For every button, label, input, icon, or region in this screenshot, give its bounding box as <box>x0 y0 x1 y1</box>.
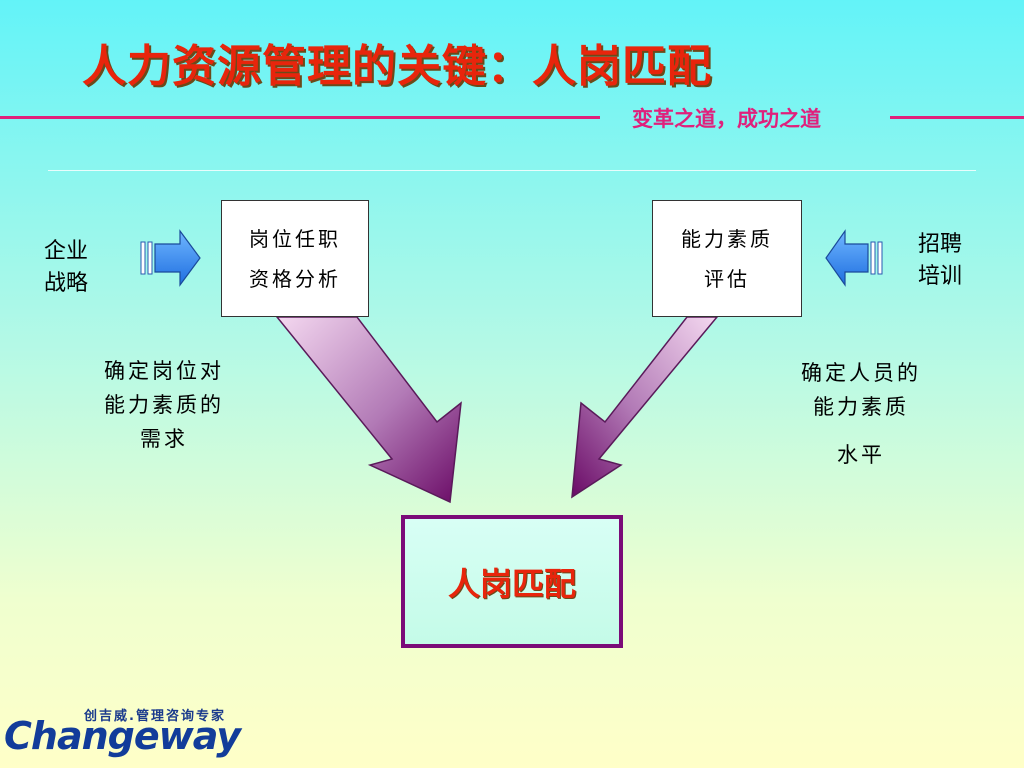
input-arrow-right <box>825 229 883 287</box>
left-desc-line-2: 能力素质的 <box>104 393 224 417</box>
competency-assessment-box: 能力素质 评估 <box>652 200 802 317</box>
right-description: 确定人员的 能力素质 水平 <box>776 356 946 472</box>
left-desc-line-3: 需求 <box>140 427 188 451</box>
right-input-label: 招聘 培训 <box>918 229 962 293</box>
page-title: 人力资源管理的关键：人岗匹配 <box>82 41 712 92</box>
left-input-label: 企业 战略 <box>44 236 88 300</box>
logo-tagline: 创吉威.管理咨询专家 <box>84 709 226 724</box>
right-desc-line-3: 水平 <box>837 443 885 467</box>
logo-wordmark: Changeway <box>4 714 241 758</box>
right-box-line-1: 能力素质 <box>681 226 773 251</box>
left-box-line-2: 资格分析 <box>249 266 341 291</box>
left-input-line-1: 企业 <box>44 239 89 264</box>
header-rule-left <box>0 116 600 119</box>
left-description: 确定岗位对 能力素质的 需求 <box>82 354 246 456</box>
left-desc-line-1: 确定岗位对 <box>104 359 224 383</box>
arrow-left-to-center <box>275 316 462 504</box>
divider-line <box>48 170 976 171</box>
input-arrow-left <box>140 229 201 287</box>
arrow-right-to-center <box>571 316 719 499</box>
right-desc-line-2: 能力素质 <box>813 395 909 419</box>
right-input-line-1: 招聘 <box>918 232 963 257</box>
left-box-line-1: 岗位任职 <box>249 226 341 251</box>
right-desc-line-1: 确定人员的 <box>801 361 921 385</box>
header-rule-right <box>890 116 1024 119</box>
left-input-line-2: 战略 <box>44 271 89 296</box>
right-box-line-2: 评估 <box>704 266 750 291</box>
person-job-match-box: 人岗匹配 <box>401 515 623 648</box>
page-subtitle: 变革之道，成功之道 <box>632 107 821 131</box>
right-input-line-2: 培训 <box>918 264 963 289</box>
person-job-match-label: 人岗匹配 <box>447 564 576 603</box>
job-qualification-box: 岗位任职 资格分析 <box>221 200 369 317</box>
